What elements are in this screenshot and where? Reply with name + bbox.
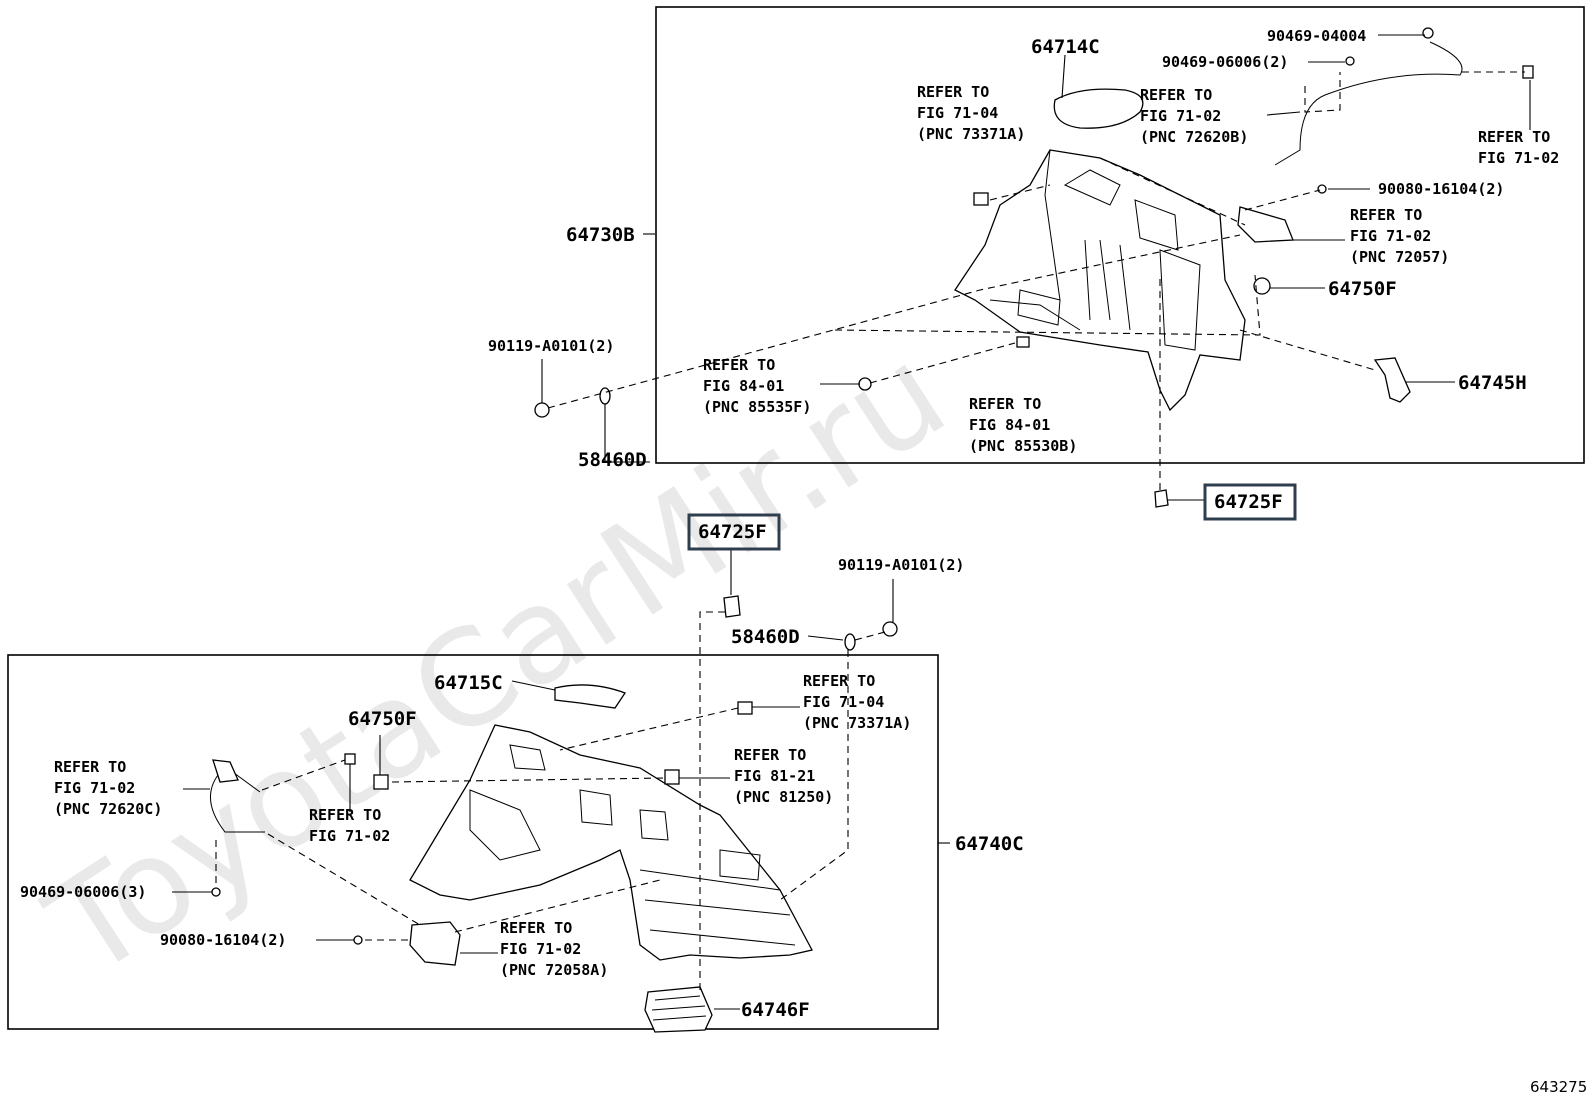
label-ref-85535F-line2: FIG 84-01 [703, 377, 784, 395]
bracket-72057 [1237, 206, 1294, 243]
highlight-64725F-lower [687, 513, 781, 551]
upper-labels: 64714C 90469-04004 90469-06006(2) REFER … [488, 27, 1559, 521]
label-64745H: 64745H [1458, 372, 1527, 394]
lower-labels: 64725F 90119-A0101(2) 58460D 64715C REFE… [20, 513, 1024, 1021]
screw-90080-lower [353, 935, 363, 945]
label-ref-72620C-line2: FIG 71-02 [54, 779, 135, 797]
clip-81250 [664, 769, 680, 785]
upper-trim-panel [954, 149, 1246, 412]
label-ref-72058A-line1: REFER TO [500, 919, 572, 937]
label-ref-71-02-lower-line2: FIG 71-02 [309, 827, 390, 845]
label-ref-71-02-right-line2: FIG 71-02 [1478, 149, 1559, 167]
label-58460D-upper: 58460D [578, 449, 647, 471]
label-58460D-lower: 58460D [731, 626, 800, 648]
clip-71-02-lower [344, 753, 356, 765]
label-ref-81250-line1: REFER TO [734, 746, 806, 764]
label-64740C: 64740C [955, 833, 1024, 855]
label-ref-85530B-line1: REFER TO [969, 395, 1041, 413]
label-64746F: 64746F [741, 999, 810, 1021]
highlight-64725F-upper [1203, 483, 1297, 521]
lower-assembly: 64725F 90119-A0101(2) 58460D 64715C REFE… [7, 513, 1024, 1033]
label-ref-72057-line2: FIG 71-02 [1350, 227, 1431, 245]
label-90119-lower: 90119-A0101(2) [838, 556, 964, 574]
label-64714C: 64714C [1031, 36, 1100, 58]
label-90080-lower: 90080-16104(2) [160, 931, 286, 949]
lower-frame [7, 654, 939, 1030]
label-ref-71-04-line1: REFER TO [917, 83, 989, 101]
label-ref-72620B-line2: FIG 71-02 [1140, 107, 1221, 125]
clip-64750F-lower [373, 774, 389, 790]
label-ref-72057-line1: REFER TO [1350, 206, 1422, 224]
label-ref-71-02-right-line1: REFER TO [1478, 128, 1550, 146]
label-ref-85535F-line3: (PNC 85535F) [703, 398, 811, 416]
screw-90469-04004 [1422, 27, 1434, 39]
screw-90469-06006-upper [1345, 56, 1355, 66]
label-64750F-lower: 64750F [348, 708, 417, 730]
clip-64750F [1253, 277, 1271, 295]
nut-58460D-lower [844, 633, 856, 651]
clip-73371A-lower [737, 701, 753, 715]
clip-85530B [1016, 336, 1030, 348]
label-ref-71-02-lower-line1: REFER TO [309, 806, 381, 824]
label-ref-81250-line3: (PNC 81250) [734, 788, 833, 806]
label-ref-73371A-lower-line2: FIG 71-04 [803, 693, 884, 711]
clip-85535F [858, 377, 872, 391]
label-ref-72620B-line3: (PNC 72620B) [1140, 128, 1248, 146]
label-64725F-upper: 64725F [1214, 491, 1283, 513]
cover-64715C [554, 684, 626, 709]
watermark: ToyotaCarMir.ru [23, 316, 972, 1007]
lid-64714C [1053, 88, 1144, 129]
upper-assembly: 64714C 90469-04004 90469-06006(2) REFER … [488, 6, 1585, 521]
label-90469-06006-lower: 90469-06006(3) [20, 883, 146, 901]
label-64730B: 64730B [566, 224, 635, 246]
lower-trim-panel [409, 724, 813, 961]
label-ref-81250-line2: FIG 81-21 [734, 767, 815, 785]
label-ref-73371A-lower-line3: (PNC 73371A) [803, 714, 911, 732]
label-64715C: 64715C [434, 672, 503, 694]
label-ref-72057-line3: (PNC 72057) [1350, 248, 1449, 266]
label-90469-04004: 90469-04004 [1267, 27, 1366, 45]
label-90119-upper: 90119-A0101(2) [488, 337, 614, 355]
label-ref-85535F-line1: REFER TO [703, 356, 775, 374]
label-90080-upper: 90080-16104(2) [1378, 180, 1504, 198]
label-ref-71-04-line3: (PNC 73371A) [917, 125, 1025, 143]
label-64725F-lower: 64725F [698, 521, 767, 543]
label-ref-85530B-line2: FIG 84-01 [969, 416, 1050, 434]
label-ref-73371A-lower-line1: REFER TO [803, 672, 875, 690]
bolt-90119-upper [534, 402, 550, 418]
label-ref-72058A-line2: FIG 71-02 [500, 940, 581, 958]
bracket-64745H [1373, 357, 1411, 403]
cable-72620B [1274, 41, 1463, 166]
clip-73371A [973, 192, 989, 206]
screw-90080-upper [1317, 184, 1327, 194]
screw-90469-06006-lower [211, 887, 221, 897]
label-ref-72620C-line1: REFER TO [54, 758, 126, 776]
label-ref-85530B-line3: (PNC 85530B) [969, 437, 1077, 455]
label-ref-72620C-line3: (PNC 72620C) [54, 800, 162, 818]
bracket-72058A [409, 921, 461, 966]
label-ref-71-04-line2: FIG 71-04 [917, 104, 998, 122]
label-ref-72620B-line1: REFER TO [1140, 86, 1212, 104]
label-90469-06006-upper: 90469-06006(2) [1162, 53, 1288, 71]
bolt-90119-lower [882, 621, 898, 637]
upper-frame [655, 6, 1585, 464]
clip-64725F-lower [723, 595, 741, 618]
label-ref-72058A-line3: (PNC 72058A) [500, 961, 608, 979]
nut-58460D-upper [599, 387, 611, 405]
label-64750F-upper: 64750F [1328, 278, 1397, 300]
clip-64725F-upper [1154, 489, 1169, 508]
sheet-number: 643275 [1530, 1078, 1587, 1096]
